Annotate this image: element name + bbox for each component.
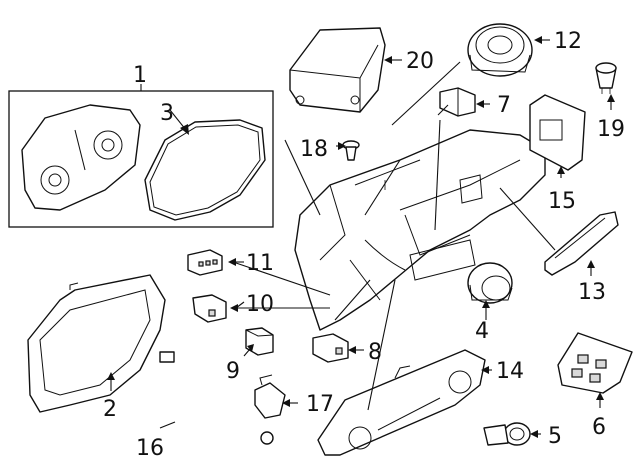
connector-part	[254, 374, 286, 419]
instrument-cluster-part	[21, 104, 141, 211]
callout-3: 3	[160, 101, 174, 126]
clip-part	[342, 140, 360, 161]
callout-12: 12	[554, 29, 582, 54]
speaker-part	[467, 23, 533, 77]
callout-20: 20	[406, 49, 434, 74]
cluster-group-box	[8, 84, 274, 228]
callout-16: 16	[136, 436, 164, 461]
bracket-part	[544, 211, 619, 276]
callout-9: 9	[226, 359, 240, 384]
switch-9-part	[245, 327, 274, 356]
callout-8: 8	[368, 340, 382, 365]
hose-part	[159, 351, 274, 445]
small-cap-part	[595, 62, 617, 94]
callout-11: 11	[246, 251, 274, 276]
callout-18: 18	[300, 137, 328, 162]
switch-11-part	[187, 249, 223, 276]
button-5-part	[483, 422, 531, 446]
arrows	[107, 36, 615, 438]
callout-numbers: 1 2 3 4 5 6 7 8 9 10 11 12 13 14 15 16 1…	[103, 29, 625, 461]
cluster-lens-part	[144, 119, 266, 221]
climate-control-part	[317, 349, 486, 456]
callout-4: 4	[475, 319, 489, 344]
cluster-housing-part	[27, 274, 166, 413]
callout-5: 5	[548, 424, 562, 449]
knob-part	[467, 262, 513, 304]
switch-8-part	[312, 333, 349, 363]
callout-10: 10	[246, 292, 274, 317]
switch-7-part	[439, 87, 476, 117]
control-module-part	[529, 94, 586, 171]
switch-10-part	[192, 294, 227, 323]
callout-17: 17	[306, 392, 334, 417]
callout-2: 2	[103, 397, 117, 422]
module-20-part	[289, 27, 386, 113]
switch-block-part	[557, 332, 633, 394]
callout-14: 14	[496, 359, 524, 384]
callout-13: 13	[578, 280, 606, 305]
callout-15: 15	[548, 189, 576, 214]
callout-6: 6	[592, 415, 606, 440]
callout-7: 7	[497, 93, 511, 118]
leader-lines	[235, 61, 556, 411]
instrument-panel	[294, 129, 546, 331]
callout-1: 1	[133, 63, 147, 88]
callout-19: 19	[597, 117, 625, 142]
